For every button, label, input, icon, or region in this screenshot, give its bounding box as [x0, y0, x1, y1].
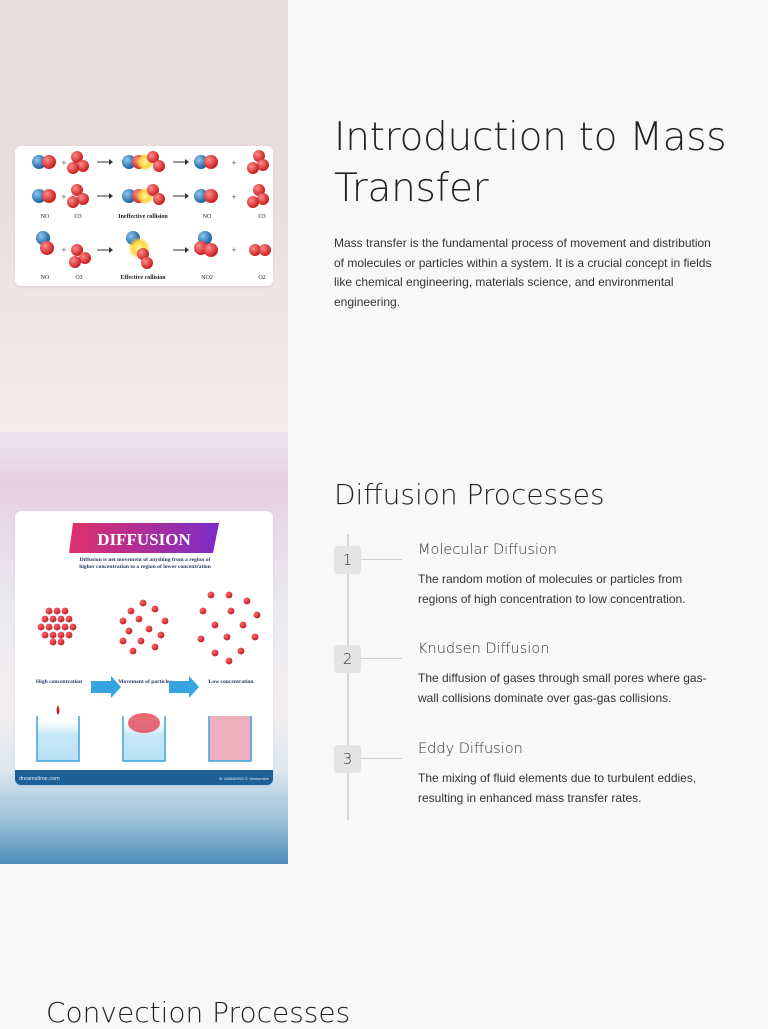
arrow-icon-1	[91, 676, 121, 698]
diffusion-diagram-image: DIFFUSION Diffusion is net movement of a…	[15, 511, 273, 785]
low-concentration-cluster	[197, 591, 261, 665]
diffusion-footer-bar	[15, 770, 273, 785]
label-movement-of-particles: Movement of particles	[118, 679, 172, 685]
intro-paragraph: Mass transfer is the fundamental process…	[334, 236, 712, 309]
step-description: The diffusion of gases through small por…	[418, 671, 707, 705]
svg-text:+: +	[231, 193, 237, 201]
beaker-3	[208, 716, 252, 762]
page-title: Introduction to Mass Transfer	[334, 115, 727, 211]
timeline-line	[347, 534, 349, 820]
label-o3-2: O3	[258, 214, 265, 220]
step-connector	[361, 658, 402, 659]
step-connector	[361, 559, 402, 560]
label-no-3: NO	[41, 275, 50, 281]
svg-text:+: +	[61, 246, 67, 254]
diffusion-banner-text: DIFFUSION	[97, 530, 191, 549]
step-description: The random motion of molecules or partic…	[418, 572, 686, 606]
label-no-2: NO	[203, 214, 212, 220]
label-effective-collision: Effective collision	[120, 275, 166, 281]
collision-row-1: + +	[32, 150, 269, 174]
step-title: Knudsen Diffusion	[418, 641, 550, 657]
beaker-2	[122, 713, 166, 762]
arrow-icon-2	[169, 676, 199, 698]
svg-text:+: +	[231, 246, 237, 254]
step-number-badge: 2	[334, 645, 361, 673]
collision-row-2: + + NO O3 Ineffective collision NO O3	[32, 184, 269, 220]
step-connector	[361, 758, 402, 759]
beaker-1	[36, 705, 80, 762]
label-no-1: NO	[41, 214, 50, 220]
step-description: The mixing of fluid elements due to turb…	[418, 771, 697, 805]
high-concentration-cluster	[37, 607, 77, 646]
section-image-panel-1: + + + +	[0, 0, 288, 432]
collision-diagram-image: + + + +	[15, 146, 273, 286]
label-ineffective-collision: Ineffective collision	[118, 214, 168, 220]
svg-text:+: +	[231, 159, 237, 167]
label-o3-3: O3	[75, 275, 82, 281]
diffusion-footer-right: ID 168682952 © Vectormine	[219, 776, 270, 781]
movement-cluster	[119, 599, 169, 655]
convection-heading: Convection Processes	[46, 996, 351, 1029]
svg-text:+: +	[61, 193, 67, 201]
label-low-concentration: Low concentration	[208, 679, 254, 685]
step-title: Eddy Diffusion	[418, 741, 523, 757]
step-number-badge: 3	[334, 745, 361, 773]
diffusion-footer-left: dreamstime.com	[19, 776, 60, 782]
diffusion-heading: Diffusion Processes	[334, 478, 605, 511]
label-o3-1: O3	[74, 214, 81, 220]
section-image-panel-2: DIFFUSION Diffusion is net movement of a…	[0, 432, 288, 864]
diffusion-caption: Diffusion is net movement of anything fr…	[79, 557, 211, 570]
diffusion-banner	[69, 523, 219, 553]
step-number-badge: 1	[334, 546, 361, 574]
svg-text:+: +	[61, 159, 67, 167]
label-no2: NO2	[201, 275, 213, 281]
collision-row-3: + + NO O3 Effective collision NO2 O2	[36, 231, 271, 281]
step-title: Molecular Diffusion	[418, 542, 557, 558]
label-o2: O2	[258, 275, 265, 281]
label-high-concentration: High concentration	[35, 679, 83, 685]
